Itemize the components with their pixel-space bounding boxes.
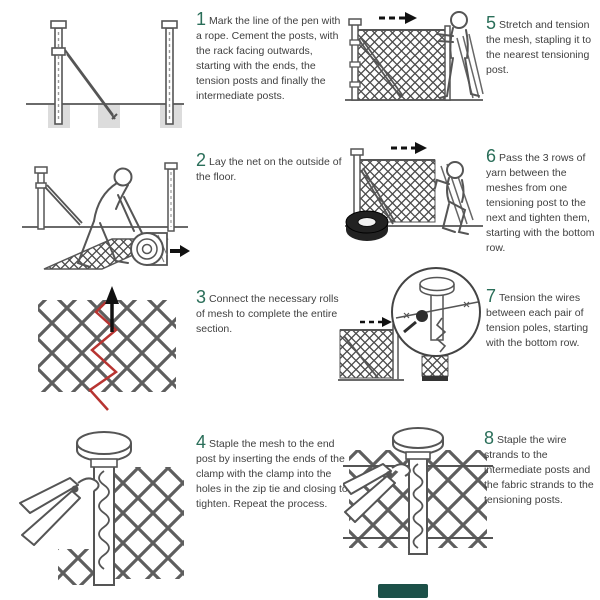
step-3-text: Connect the necessary rolls of mesh to c…: [196, 293, 339, 335]
left-fence-post-icon: [50, 20, 67, 125]
hand-grip-icon: [416, 310, 428, 322]
pliers-icon: [343, 463, 411, 523]
mesh-sections-joined-with-red-wire-illustration: [22, 278, 190, 420]
pliers-stapling-wire-strands-illustration: [343, 420, 493, 570]
fence-mesh-icon: [339, 329, 397, 379]
step-8-number: 8: [484, 428, 495, 448]
step-6-number: 6: [486, 146, 497, 166]
red-joining-wire-icon: [88, 301, 118, 411]
right-fence-post-icon: [161, 20, 178, 125]
mesh-stub-base: [422, 376, 448, 381]
worker-stretching-mesh-illustration: [343, 6, 485, 134]
step-6-text: Pass the 3 rows of yarn between the mesh…: [486, 152, 595, 254]
step-7-number: 7: [486, 286, 497, 306]
step-1-number: 1: [196, 9, 207, 29]
pliers-icon: [19, 477, 100, 546]
kneeling-worker-figure-icon: [434, 161, 469, 235]
step-5-text: Stretch and tension the mesh, stapling i…: [486, 19, 592, 76]
step-3-number: 3: [196, 287, 207, 307]
tensioner-zigzag-icon: [435, 317, 447, 353]
step-4-number: 4: [196, 432, 207, 452]
step-2-number: 2: [196, 150, 207, 170]
green-marker-bar: [378, 584, 428, 598]
end-post-icon: [76, 431, 132, 586]
worker-unrolling-mesh-illustration: [20, 143, 190, 275]
wire-coil-icon: [412, 463, 424, 549]
diagonal-brace-icon: [343, 335, 379, 379]
mesh-stub-icon: [421, 355, 449, 377]
worker-figure-icon: [436, 11, 480, 99]
end-post-icon: [444, 25, 451, 101]
step-7-text: Tension the wires between each pair of t…: [486, 292, 589, 349]
dashed-arrow-right-icon: [391, 142, 427, 154]
tension-post-icon: [348, 18, 404, 101]
right-fence-post-icon: [164, 162, 178, 232]
wire-barb-icon: [403, 312, 410, 319]
dashed-arrow-right-icon: [379, 12, 417, 24]
step-5-number: 5: [486, 13, 497, 33]
step-4-text: Staple the mesh to the end post by inser…: [196, 438, 348, 510]
tire-icon: [345, 210, 389, 241]
magnifier-detail-circle-icon: [391, 267, 481, 357]
wire-coil-icon: [98, 470, 110, 570]
posts-cemented-with-brace-illustration: [20, 8, 190, 140]
wire-barb-icon: [463, 301, 470, 308]
fence-mesh-icon: [354, 29, 448, 101]
wire-tensioner-magnified-detail-illustration: [338, 266, 490, 418]
intermediate-post-icon: [392, 427, 444, 555]
tool-handle-line: [403, 320, 417, 334]
step-8-text: Staple the wire strands to the intermedi…: [484, 434, 594, 506]
step-1-text: Mark the line of the pen with a rope. Ce…: [196, 15, 341, 102]
arrow-up-icon: [105, 286, 119, 332]
arrow-right-icon: [170, 245, 190, 257]
pliers-stapling-mesh-to-end-post-illustration: [18, 423, 190, 591]
chain-link-mesh-icon: [114, 467, 184, 579]
cement-footing-icon: [98, 104, 120, 128]
tension-wire-line: [395, 301, 479, 319]
mesh-roll-icon: [130, 232, 168, 266]
dashed-arrow-right-icon: [360, 317, 392, 327]
worker-threading-tension-wire-with-tire-illustration: [343, 140, 485, 272]
chain-link-mesh-icon: [38, 300, 176, 392]
worker-figure-icon: [76, 167, 143, 268]
diagonal-brace-icon: [64, 49, 118, 120]
step-2-text: Lay the net on the outside of the floor.: [196, 156, 342, 183]
left-fence-post-icon: [34, 166, 83, 230]
